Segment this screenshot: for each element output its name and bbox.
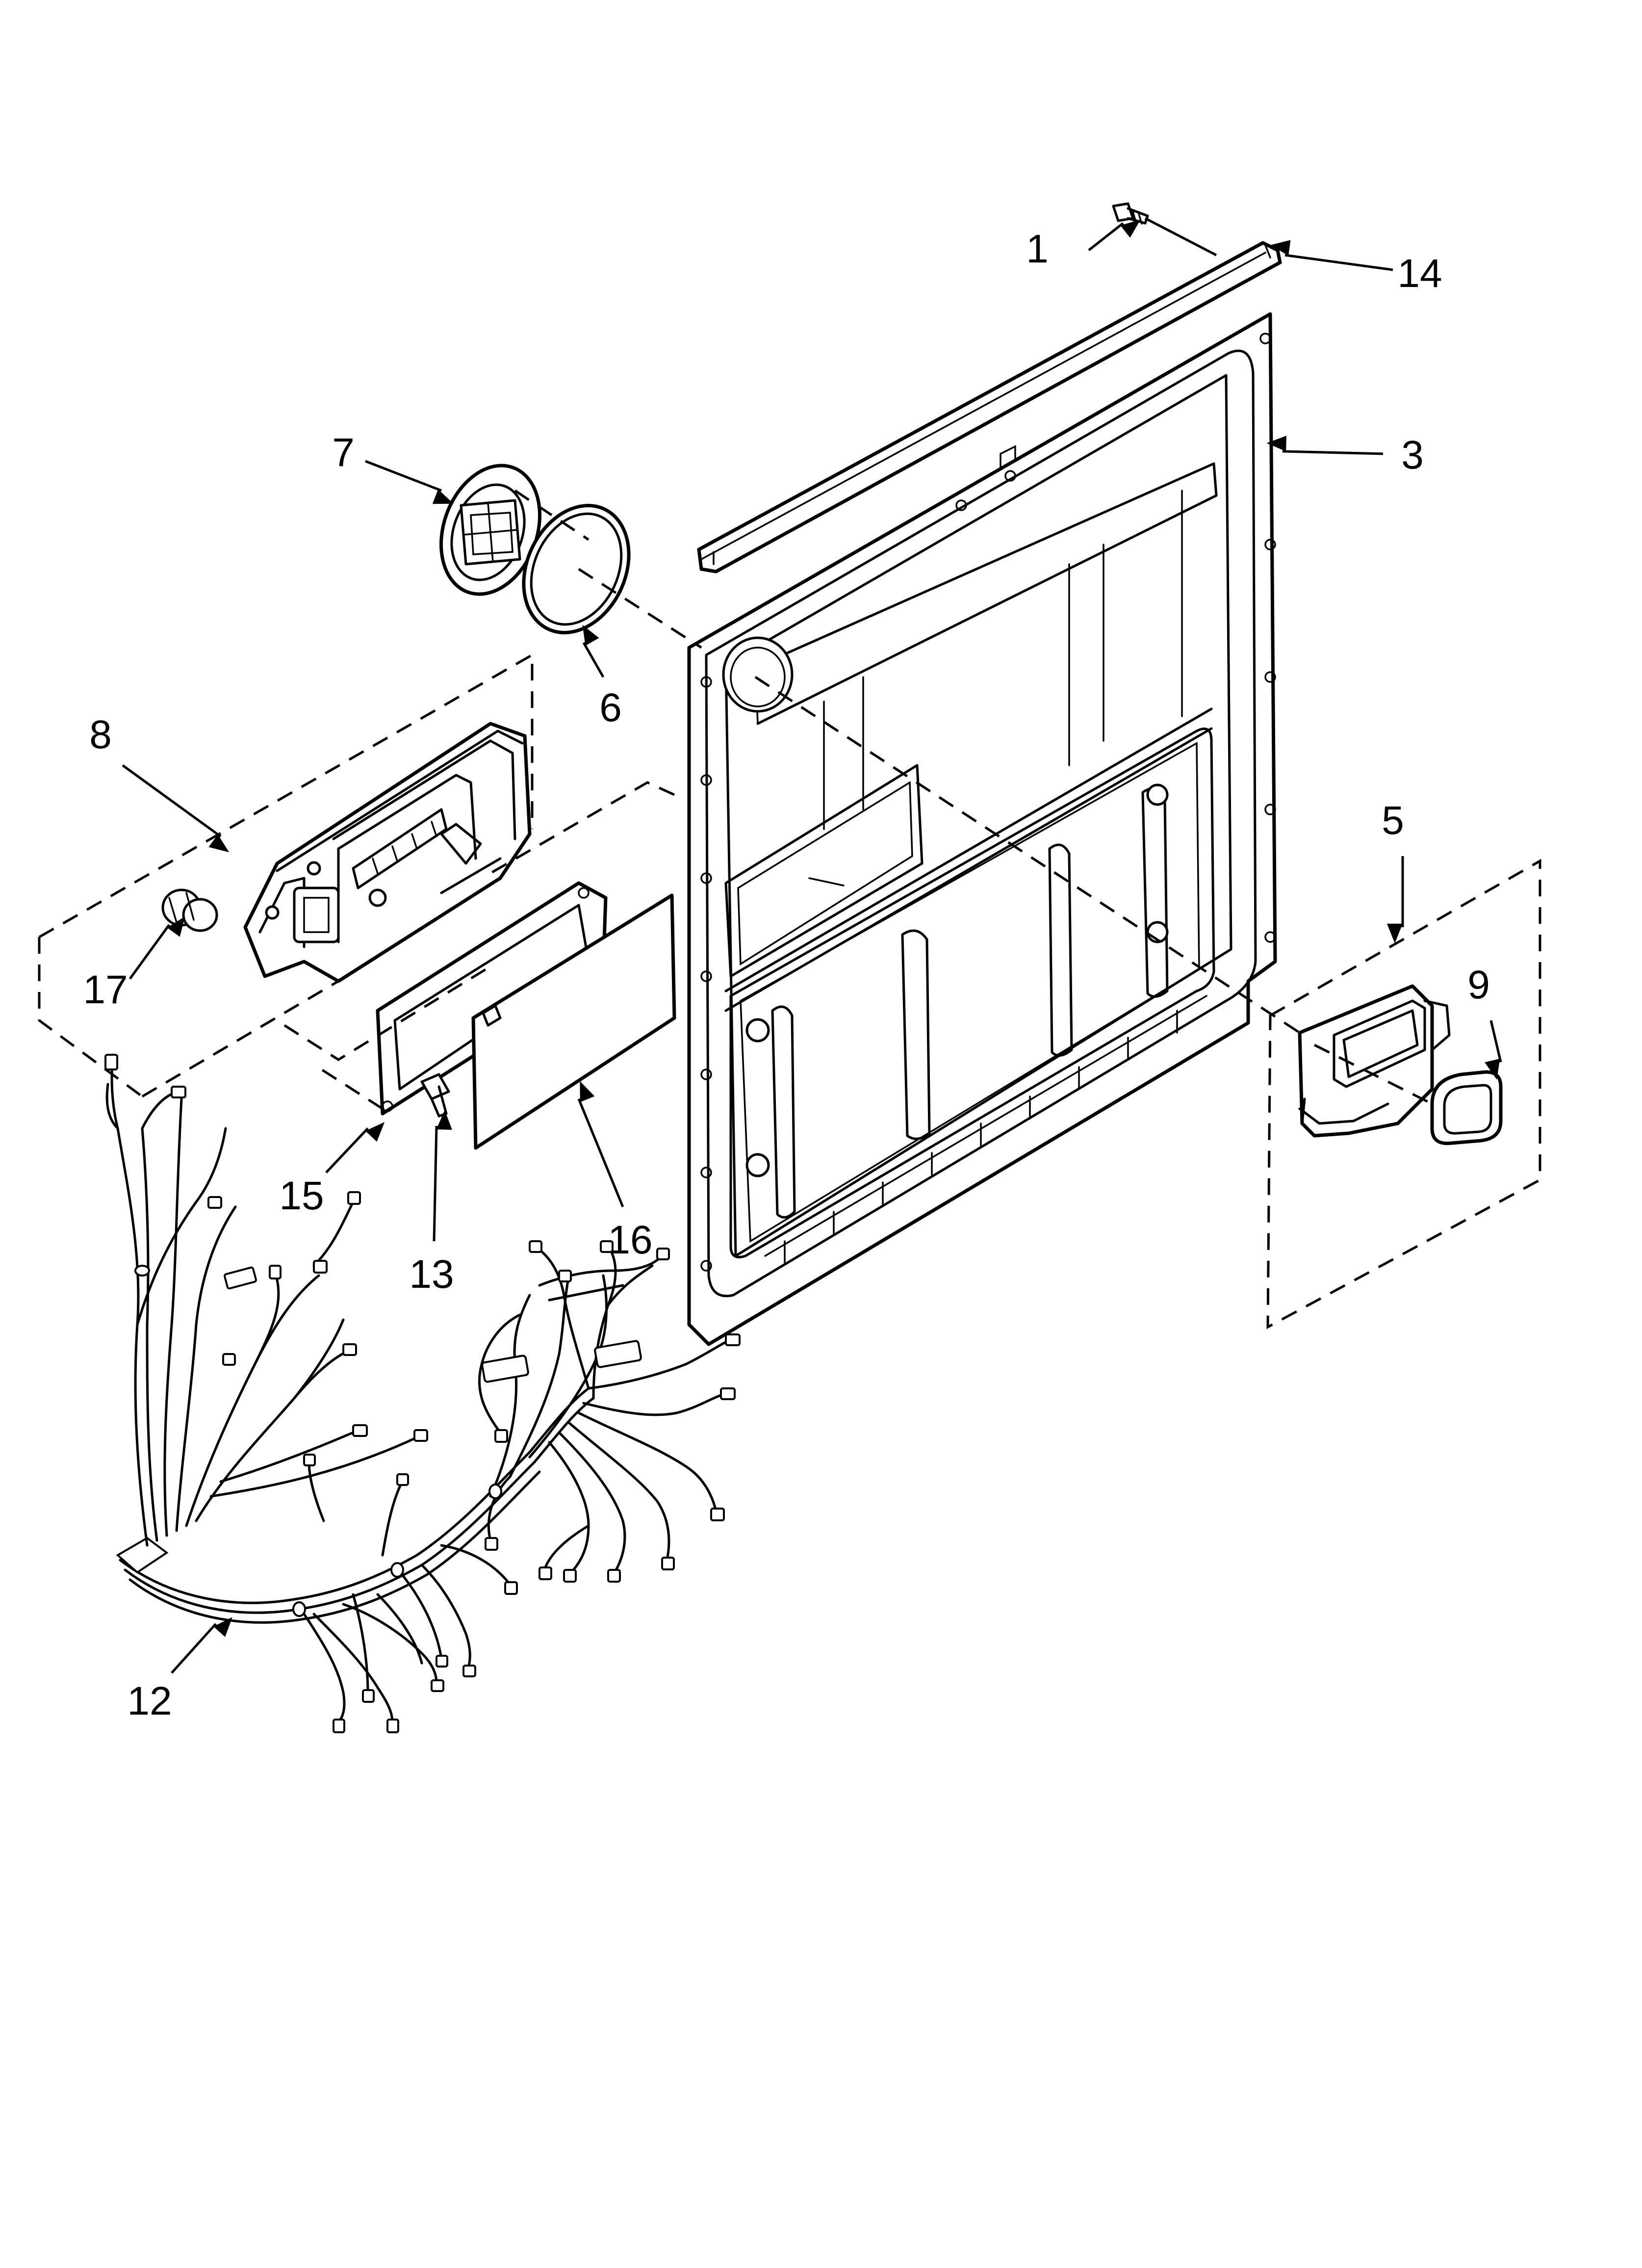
callout-12: 12: [127, 1679, 172, 1723]
callout-6: 6: [599, 685, 622, 730]
panel-screw-holes: [700, 333, 1276, 1272]
leader-17: [128, 916, 185, 980]
callout-17: 17: [83, 967, 128, 1012]
leader-8: [122, 764, 230, 853]
wiring-harness: [104, 1053, 741, 1733]
leader-14: [1270, 240, 1393, 271]
leader-12: [171, 1617, 232, 1674]
leader-16: [577, 1081, 624, 1207]
callout-9: 9: [1467, 963, 1490, 1007]
leader-13: [433, 1110, 452, 1242]
screw-part-1: [1112, 202, 1149, 225]
leader-15: [325, 1122, 385, 1173]
dispenser-assembly: [243, 722, 532, 983]
vent-duct-assembly: [1298, 984, 1451, 1138]
callout-7: 7: [332, 430, 355, 475]
leader-lines: [122, 217, 1502, 1674]
leader-6: [582, 625, 605, 678]
inner-door-panel: [687, 312, 1277, 1346]
callout-3: 3: [1401, 433, 1424, 477]
leader-1-tail: [1144, 217, 1217, 257]
callout-14: 14: [1397, 251, 1442, 296]
callout-15: 15: [279, 1173, 324, 1218]
screw-part-13: [420, 1073, 450, 1118]
callout-1: 1: [1026, 227, 1049, 271]
duct-gasket: [1430, 1070, 1503, 1146]
callout-labels: 1 3 5 6 7 8 9 12 13 14 15 16 17: [83, 227, 1489, 1723]
assembly-boundaries: [38, 489, 1541, 1330]
leader-1: [1088, 219, 1141, 251]
callout-16: 16: [608, 1218, 652, 1262]
knob-part-17: [161, 888, 218, 932]
leader-7: [365, 460, 454, 504]
leader-3: [1266, 436, 1384, 455]
callout-13: 13: [409, 1252, 454, 1297]
callout-8: 8: [89, 712, 112, 757]
door-top-trim: [697, 241, 1282, 574]
cover-plate: [471, 893, 676, 1150]
vent-cap: [439, 464, 542, 596]
leader-9: [1485, 1020, 1502, 1080]
callout-5: 5: [1382, 798, 1404, 843]
vent-gasket: [522, 504, 631, 634]
harness-connectors: [104, 1054, 741, 1733]
